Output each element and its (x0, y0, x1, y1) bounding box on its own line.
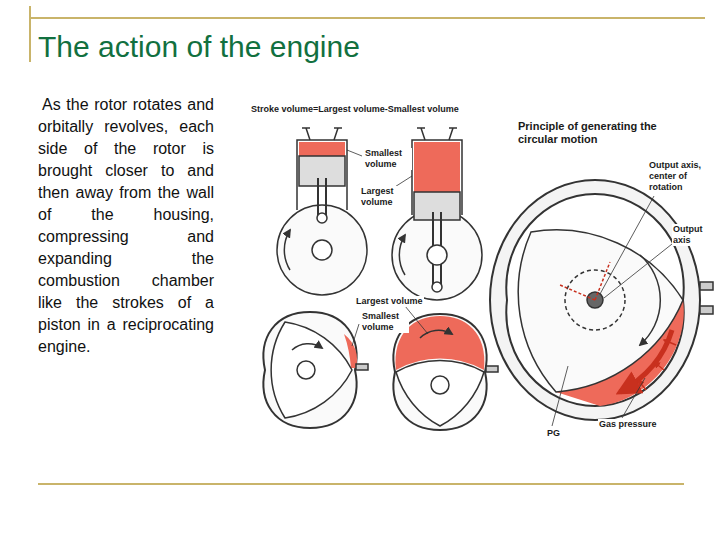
leader-line (604, 244, 672, 298)
leader-line (352, 324, 359, 346)
connecting-rod (317, 178, 319, 218)
output-shaft (431, 376, 449, 394)
formula-label: Stroke volume=Largest volume-Smallest vo… (250, 104, 460, 115)
crankshaft (312, 240, 332, 260)
rotary-engine-1 (263, 312, 368, 428)
rotation-arrow (420, 330, 452, 338)
spark-plug (356, 364, 368, 370)
crankcase (277, 205, 367, 295)
rotation-arrow (399, 235, 405, 275)
gold-rule (38, 483, 684, 485)
cylinder (297, 140, 347, 210)
rotation-arrow (284, 230, 290, 270)
part-label: Largest volume (360, 186, 408, 208)
slide-title: The action of the engine (38, 30, 360, 64)
crankcase (392, 210, 482, 300)
leader-lines (347, 150, 672, 426)
leader-line (347, 150, 362, 156)
outer-housing (490, 180, 700, 420)
crank-pin (432, 282, 442, 292)
force-line (595, 262, 610, 300)
part-label: Largest volume (355, 296, 424, 307)
leader-line (552, 366, 568, 426)
piston (299, 156, 345, 186)
gold-rule (29, 6, 31, 62)
valve (417, 128, 457, 140)
part-label: Smallest volume (364, 148, 412, 170)
rotation-arrow (292, 344, 322, 350)
crankshaft (427, 245, 447, 265)
rotor-housing (506, 194, 683, 406)
part-label: Gas pressure (598, 419, 658, 430)
rotor (518, 230, 683, 392)
force-line (560, 285, 595, 300)
leader-line (622, 378, 645, 418)
rotation-arrow (640, 255, 660, 345)
force-arrow (620, 330, 672, 392)
piston (414, 192, 460, 220)
rotary-engine-2 (393, 314, 498, 430)
cylinder (412, 140, 462, 215)
circular-motion-figure (490, 180, 713, 420)
rotor (396, 361, 484, 426)
spark-plug (486, 366, 498, 372)
combustion-chamber (299, 142, 345, 156)
rotor (271, 322, 352, 418)
crank-pin (317, 213, 327, 223)
combustion-chamber (414, 142, 460, 192)
figure-heading: Principle of generating the circular mot… (517, 120, 667, 146)
output-shaft (297, 361, 315, 379)
body-text: As the rotor rotates and orbitally revol… (38, 94, 214, 358)
piston-engine-1 (277, 128, 367, 295)
part-label: Output axis, center of rotation (648, 160, 716, 193)
connecting-rod (325, 178, 327, 218)
spark-plug (700, 282, 713, 290)
pressure-arrow (664, 340, 676, 345)
valve (302, 128, 342, 140)
part-label: PG (546, 428, 561, 439)
gold-rule (30, 17, 705, 19)
rotor-housing (263, 312, 356, 428)
spark-plug (700, 306, 713, 314)
part-label: Output axis (672, 224, 716, 246)
pressure-arrow (654, 362, 664, 370)
part-label: Smallest volume (361, 311, 409, 333)
